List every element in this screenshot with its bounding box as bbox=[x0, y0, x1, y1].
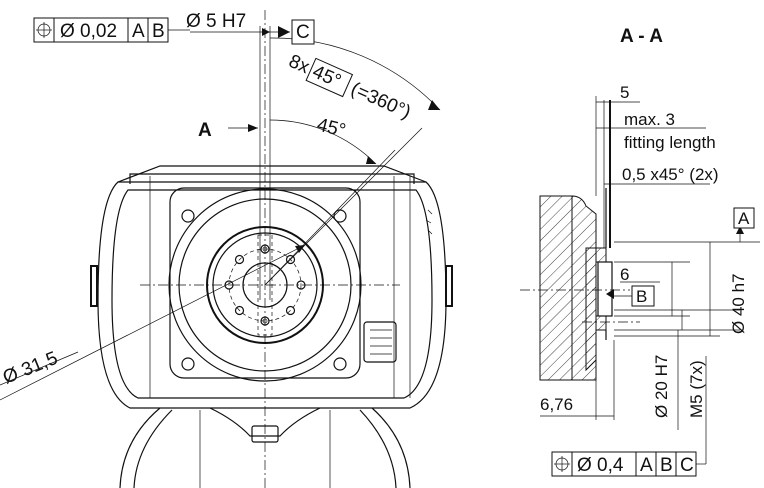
section-tolerance-ref-c: C bbox=[680, 455, 694, 476]
thread-label: M5 (7x) bbox=[687, 360, 706, 418]
datum-c-label: C bbox=[296, 22, 310, 43]
housing-outline bbox=[97, 181, 447, 409]
tolerance-value: Ø 0,02 bbox=[60, 21, 117, 42]
dia-20-label: Ø 20 H7 bbox=[652, 355, 671, 418]
tolerance-frame-section: Ø 0,4 A B C bbox=[551, 448, 707, 477]
fitting-length-label: fitting length bbox=[624, 133, 716, 152]
connector bbox=[363, 321, 397, 363]
corner-hole bbox=[333, 357, 347, 371]
angle-annotation: 8x 45° (=360°) bbox=[286, 51, 414, 124]
dim-5: 5 bbox=[620, 83, 629, 102]
dim-676: 6,76 bbox=[540, 395, 573, 414]
section-tolerance-ref-a: A bbox=[640, 455, 653, 476]
diameter-leader bbox=[0, 244, 306, 401]
dia-40-label: Ø 40 h7 bbox=[729, 274, 748, 335]
datum-a-box bbox=[733, 207, 755, 229]
housing-inner-outline bbox=[111, 189, 433, 399]
diameter-label: Ø 31,5 bbox=[0, 348, 61, 389]
section-marker-a: A bbox=[198, 120, 212, 141]
chamfer-label: 0,5 x45° (2x) bbox=[622, 165, 719, 184]
dim-6: 6 bbox=[620, 265, 629, 284]
side-slot-right bbox=[445, 265, 453, 307]
tolerance-frame-left: Ø 0,02 A B bbox=[33, 17, 190, 43]
section-view bbox=[520, 96, 760, 448]
section-tolerance-value: Ø 0,4 bbox=[577, 455, 624, 476]
datum-c-box bbox=[291, 19, 315, 45]
datum-b-label: B bbox=[636, 287, 647, 306]
corner-hole bbox=[181, 357, 195, 371]
section-tolerance-ref-b: B bbox=[660, 455, 673, 476]
datum-b-box bbox=[631, 285, 655, 307]
section-title: A - A bbox=[620, 26, 663, 47]
housing-top-inner bbox=[129, 173, 415, 184]
angle-total: (=360°) bbox=[348, 79, 414, 124]
front-view bbox=[0, 10, 453, 488]
max-label: max. 3 bbox=[624, 110, 675, 129]
angle-label: 45° bbox=[315, 114, 348, 141]
tolerance-ref-a: A bbox=[132, 21, 145, 42]
datum-a-label: A bbox=[738, 209, 750, 228]
corner-hole bbox=[181, 209, 195, 223]
side-slot-left bbox=[90, 265, 98, 307]
tolerance-ref-b: B bbox=[152, 21, 165, 42]
bore-dimension: Ø 5 H7 bbox=[186, 11, 246, 32]
